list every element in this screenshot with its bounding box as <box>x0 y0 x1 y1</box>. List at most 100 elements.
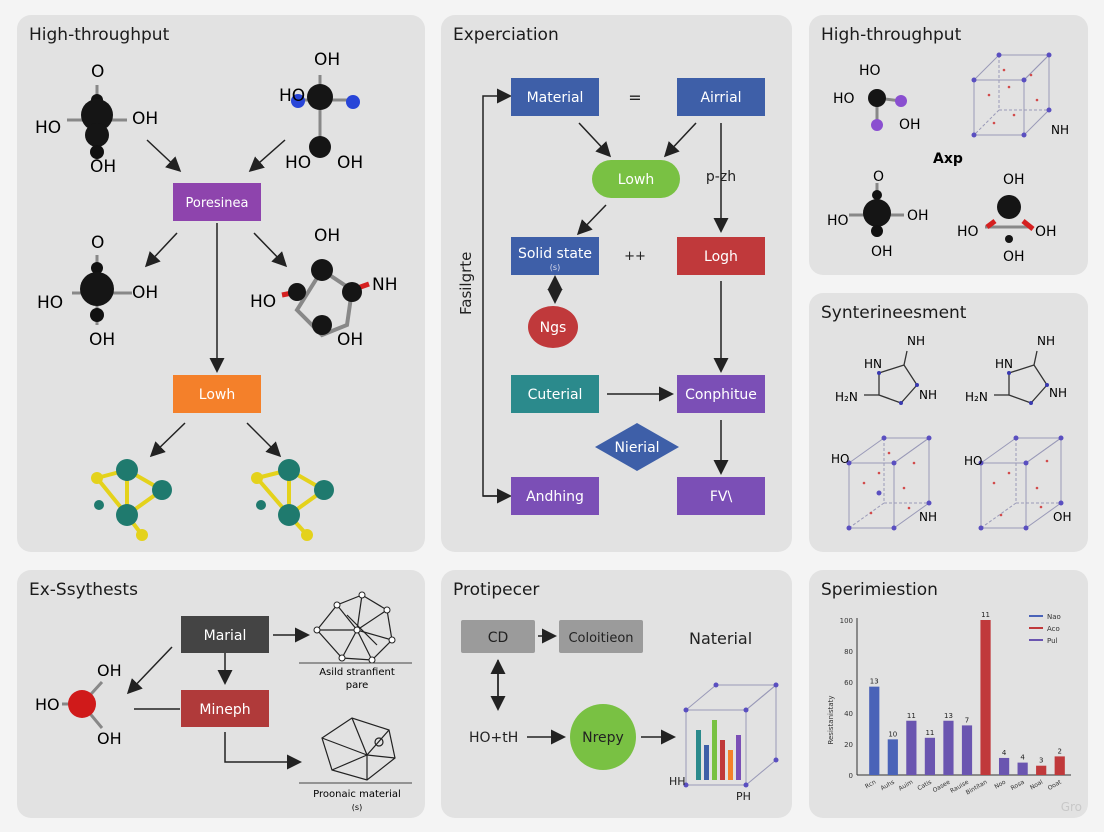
bar-cube-bars <box>696 720 741 780</box>
bar-8 <box>998 757 1010 775</box>
label-ho-5: HO <box>250 292 276 312</box>
label-oh-7: OH <box>314 226 340 246</box>
node-nrepy <box>570 704 636 770</box>
cluster-left <box>91 459 172 541</box>
label-nh: NH <box>907 334 925 348</box>
panel4-diagram: HN NH H₂N NH HN NH H₂N NH HO <box>831 334 1071 531</box>
node-poresinea-label: Poresinea <box>186 196 249 211</box>
label-oh-2: OH <box>97 729 122 748</box>
node-mineph-label: Mineph <box>199 702 250 718</box>
label-ho-4: HO <box>957 224 979 240</box>
label-ho-2: HO <box>279 86 305 106</box>
bar-value-label: 4 <box>1002 749 1007 757</box>
label-oh-5: OH <box>132 283 158 303</box>
bar-value-label: 4 <box>1020 754 1025 762</box>
bar-value-label: 13 <box>944 712 953 720</box>
panel-title: High-throughput <box>29 25 170 45</box>
label-o: O <box>873 169 884 185</box>
bar-6 <box>961 725 973 775</box>
molecule-mid-right: OH HO NH OH <box>250 226 398 350</box>
node-material-label: Material <box>527 90 584 106</box>
x-tick-label: Rcn <box>864 779 877 791</box>
node-solid-state-label: Solid state <box>518 246 592 262</box>
caption-bottom: Proonaic material <box>313 789 401 800</box>
bar-7 <box>980 620 991 775</box>
node-mineph <box>181 690 269 727</box>
natial-label: Naterial <box>689 629 752 648</box>
node-lowh <box>592 160 680 198</box>
x-tick-label: Auhs <box>879 779 895 792</box>
node-nierial <box>595 423 679 471</box>
node-marial-label: Marial <box>204 628 247 644</box>
caption-bottom-2: (s) <box>352 803 362 812</box>
legend-label: Aco <box>1047 625 1060 633</box>
bar-value-label: 2 <box>1057 747 1061 755</box>
bar-4 <box>924 737 936 775</box>
panel-experciation: Experciation Fasilgrte Material = Airria… <box>441 15 792 552</box>
label-ho-4: HO <box>37 293 63 313</box>
panel2-flowchart: Fasilgrte Material = Airrial Lowh p-zh S… <box>457 78 765 515</box>
label-hn: HN <box>864 357 882 371</box>
molecule-top-left: O HO OH OH <box>35 62 158 177</box>
side-label: Fasilgrte <box>457 252 475 315</box>
bar-value-label: 11 <box>925 729 934 737</box>
molecule-red: OH HO OH <box>35 661 122 748</box>
node-nrepy-label: Nrepy <box>582 730 624 746</box>
node-lowh-label: Lowh <box>618 172 654 188</box>
ring-right <box>994 350 1048 404</box>
label-ho: HO <box>35 118 61 138</box>
label-ho: HO <box>35 695 60 714</box>
node-ngs-label: Ngs <box>540 320 567 336</box>
node-solid-state-sub: (s) <box>550 263 560 272</box>
panel-title: Ex-Ssythests <box>29 580 138 600</box>
panel-protipecer: Protipecer CD Coloitieon Naterial HO+tH … <box>441 570 792 818</box>
node-coloitieon <box>559 620 643 653</box>
polyhedron-structure <box>321 717 396 781</box>
node-andhing <box>511 477 599 515</box>
hh-label: HH <box>669 775 686 788</box>
molecule-mid-left: O HO OH OH <box>37 233 158 350</box>
label-nh: NH <box>1051 123 1069 137</box>
axp-label: Axp <box>933 151 963 167</box>
node-conphitue-label: Conphitue <box>685 387 757 403</box>
bar-value-label: 11 <box>907 712 916 720</box>
x-tick-label: Ooat <box>1047 778 1064 792</box>
label-o-2: O <box>91 233 104 253</box>
node-airrial <box>677 78 765 116</box>
x-tick-label: Auim <box>898 779 915 793</box>
panel-title: Protipecer <box>453 580 540 600</box>
bar-10 <box>1036 765 1047 775</box>
label-ho-3: HO <box>827 213 849 229</box>
crystal-cube-left <box>847 437 931 529</box>
node-fv-label: FV\ <box>710 489 733 505</box>
bar-value-label: 11 <box>981 611 990 619</box>
label-ho: HO <box>831 452 849 466</box>
node-conphitue <box>677 375 765 413</box>
y-tick-label: 60 <box>844 679 853 687</box>
bar-11 <box>1054 756 1065 775</box>
legend-label: Nao <box>1047 613 1061 621</box>
node-cuterial <box>511 375 599 413</box>
label-oh: OH <box>1053 510 1071 524</box>
y-tick-label: 20 <box>844 741 853 749</box>
node-ngs <box>528 306 578 348</box>
panel6-diagram: CD Coloitieon Naterial HO+tH Nrepy <box>461 620 779 803</box>
label-ho: HO <box>859 63 881 79</box>
crystal-cube-top <box>972 53 1051 137</box>
ph-label: PH <box>736 790 751 803</box>
y-tick-label: 80 <box>844 648 853 656</box>
label-oh: OH <box>97 661 122 680</box>
label-oh-4: OH <box>1003 172 1025 188</box>
panel5-diagram: OH HO OH Marial Mineph Asild stranfient … <box>35 591 412 812</box>
label-nh-2: NH <box>919 388 937 402</box>
ho-th-label: HO+tH <box>469 730 518 746</box>
x-tick-label: Oasee <box>932 779 952 795</box>
node-fv <box>677 477 765 515</box>
node-nierial-label: Nierial <box>614 440 659 456</box>
panel-title: Experciation <box>453 25 559 45</box>
node-lowh-label: Lowh <box>199 387 235 403</box>
label-oh-6: OH <box>1003 249 1025 265</box>
caption-top-2: pare <box>346 680 369 691</box>
